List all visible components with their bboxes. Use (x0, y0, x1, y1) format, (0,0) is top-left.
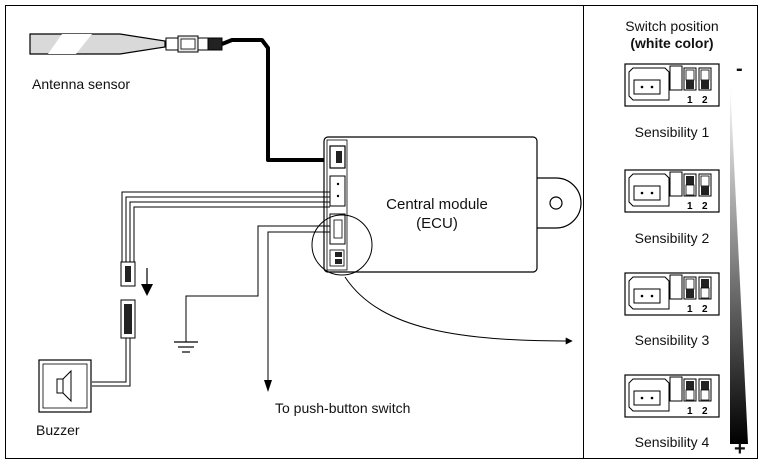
ground-icon (174, 341, 198, 353)
scale-max-sign: + (734, 438, 746, 460)
antenna-sensor-label: Antenna sensor (32, 76, 131, 92)
sensibility-4-label: Sensibility 4 (634, 434, 710, 450)
switch-panel-title: Switch position (white color) (610, 18, 734, 52)
central-module-title: Central module (386, 196, 488, 213)
central-module-subtitle: (ECU) (416, 215, 458, 232)
central-module-label: Central module (ECU) (367, 195, 507, 233)
buzzer-icon (38, 359, 92, 413)
antenna-sensor-icon (29, 33, 223, 55)
switch-panel-title-line1: Switch position (625, 18, 719, 34)
push-button-label: To push-button switch (275, 400, 411, 416)
sensitivity-gradient (730, 82, 748, 444)
ecu-housing (323, 136, 538, 273)
switch-position-1 (624, 63, 720, 107)
antenna-cable (221, 38, 332, 162)
dip-label-2: 2 (702, 304, 708, 315)
sensibility-3-label: Sensibility 3 (634, 332, 710, 348)
scale-min-sign: - (736, 58, 743, 80)
dip-number-labels: 1 2 1 2 1 2 1 2 (687, 95, 708, 417)
switch-position-3 (624, 272, 720, 316)
dip-label-2: 2 (702, 406, 708, 417)
buzzer-connector (120, 261, 153, 339)
buzzer-cable (92, 338, 131, 387)
antenna-plug (336, 151, 342, 163)
diagram-frame (5, 5, 758, 459)
dip-label-1: 1 (687, 406, 693, 417)
detail-pointer-arrow (344, 276, 573, 345)
mounting-hole (549, 196, 563, 210)
sensibility-1-label: Sensibility 1 (634, 124, 710, 140)
buzzer-label: Buzzer (36, 422, 80, 438)
push-button-wires (185, 225, 330, 380)
dip-switch-highlight (311, 214, 373, 276)
dip-label-1: 1 (687, 304, 693, 315)
dip-label-2: 2 (702, 95, 708, 106)
buzzer-port (329, 175, 346, 207)
dip-label-2: 2 (702, 201, 708, 212)
switch-position-4 (624, 374, 720, 418)
sensibility-2-label: Sensibility 2 (634, 230, 710, 246)
switch-position-2 (624, 169, 720, 213)
buzzer-wires (121, 191, 330, 262)
dip-label-1: 1 (687, 201, 693, 212)
dip-label-1: 1 (687, 95, 693, 106)
central-module (323, 136, 582, 273)
switch-panel-title-line2: (white color) (630, 35, 714, 51)
